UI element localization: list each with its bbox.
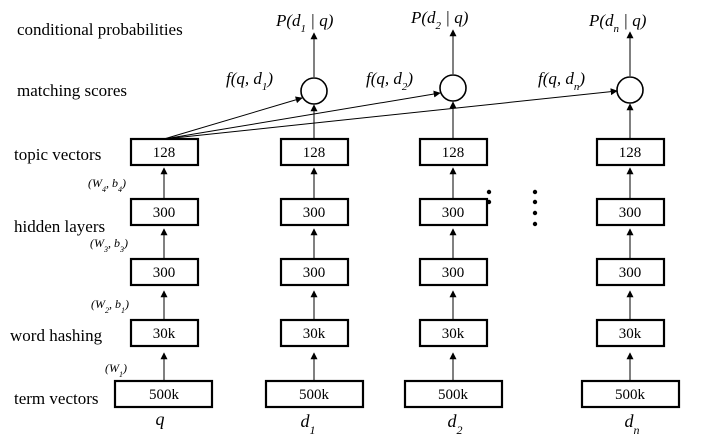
dn-matching-score-node <box>616 76 644 104</box>
q-hidden-2-label: 300 <box>153 265 176 281</box>
d2-term-vector-label: 500k <box>438 387 469 403</box>
column-q: 500k 30k 300 300 128 q <box>113 137 214 429</box>
weight-label-w2-b1: (W2, b1) <box>91 297 129 315</box>
q-topic-vector-label: 128 <box>153 145 176 161</box>
q-hidden-1-box <box>129 197 200 227</box>
d2-probability-label: P(d2 | q) <box>410 8 469 32</box>
d2-hidden-2-label: 300 <box>442 265 465 281</box>
d1-hidden-1-box <box>279 197 350 227</box>
d2-matching-score-node <box>439 74 467 102</box>
d1-hidden-2-label: 300 <box>303 265 326 281</box>
dn-hidden-1-label: 300 <box>619 205 642 221</box>
d1-word-hash-box <box>279 318 350 348</box>
q-topic-vector-box <box>129 137 200 167</box>
dn-hidden-1-box <box>595 197 666 227</box>
q-hidden-1-label: 300 <box>153 205 176 221</box>
q-to-d2-score-arrow <box>163 90 441 140</box>
d1-column-label: d1 <box>301 411 316 437</box>
row-label-conditional-probabilities: conditional probabilities <box>17 20 183 39</box>
dn-topic-vector-label: 128 <box>619 145 642 161</box>
q-word-hash-label: 30k <box>153 326 176 342</box>
q-to-dn-score-arrow <box>163 88 618 140</box>
d1-term-vector-label: 500k <box>299 387 330 403</box>
q-term-vector-label: 500k <box>149 387 180 403</box>
d1-hidden-2-box <box>279 257 350 287</box>
d2-word-hash-box <box>418 318 489 348</box>
d2-term-vector-box <box>403 379 504 409</box>
q-term-vector-box <box>113 379 214 409</box>
q-to-d1-score-arrow <box>163 96 303 140</box>
q-word-hash-box <box>129 318 200 348</box>
dn-matching-score-label: f(q, dn) <box>538 69 585 93</box>
d1-word-hash-label: 30k <box>303 326 326 342</box>
dn-term-vector-box <box>580 379 681 409</box>
dn-column-label: dn <box>625 411 640 437</box>
row-label-word-hashing: word hashing <box>10 326 103 345</box>
dn-word-hash-label: 30k <box>619 326 642 342</box>
d1-matching-score-node <box>300 77 328 105</box>
d1-hidden-1-label: 300 <box>303 205 326 221</box>
row-label-hidden-layers: hidden layers <box>14 217 105 236</box>
d1-term-vector-box <box>264 379 365 409</box>
d1-topic-vector-box <box>279 137 350 167</box>
weight-label-w1: (W1) <box>105 361 127 379</box>
q-hidden-2-box <box>129 257 200 287</box>
column-d1: 500k 30k 300 300 128 f(q, d1) P(d1 | q) … <box>226 11 365 437</box>
d2-hidden-1-label: 300 <box>442 205 465 221</box>
dn-topic-vector-box <box>595 137 666 167</box>
d2-hidden-1-box <box>418 197 489 227</box>
d2-matching-score-label: f(q, d2) <box>366 69 413 93</box>
dn-probability-label: P(dn | q) <box>588 11 647 35</box>
ellipsis-dots <box>486 189 538 227</box>
weight-label-w3-b3: (W3, b3) <box>90 236 128 254</box>
row-label-matching-scores: matching scores <box>17 81 127 100</box>
d1-matching-score-label: f(q, d1) <box>226 69 273 93</box>
dn-term-vector-label: 500k <box>615 387 646 403</box>
d2-column-label: d2 <box>448 411 463 437</box>
weight-label-w4-b4: (W4, b4) <box>88 176 126 194</box>
dn-hidden-2-box <box>595 257 666 287</box>
column-dn: 500k 30k 300 300 128 f(q, dn) P(dn | q) … <box>538 11 681 437</box>
d1-topic-vector-label: 128 <box>303 145 326 161</box>
d1-probability-label: P(d1 | q) <box>275 11 334 35</box>
dn-word-hash-box <box>595 318 666 348</box>
d2-topic-vector-label: 128 <box>442 145 465 161</box>
column-d2: 500k 30k 300 300 128 f(q, d2) P(d2 | q) … <box>366 8 504 437</box>
row-label-topic-vectors: topic vectors <box>14 145 101 164</box>
dn-hidden-2-label: 300 <box>619 265 642 281</box>
d2-topic-vector-box <box>418 137 489 167</box>
d2-word-hash-label: 30k <box>442 326 465 342</box>
d2-hidden-2-box <box>418 257 489 287</box>
q-column-label: q <box>156 409 165 429</box>
row-label-term-vectors: term vectors <box>14 389 99 408</box>
